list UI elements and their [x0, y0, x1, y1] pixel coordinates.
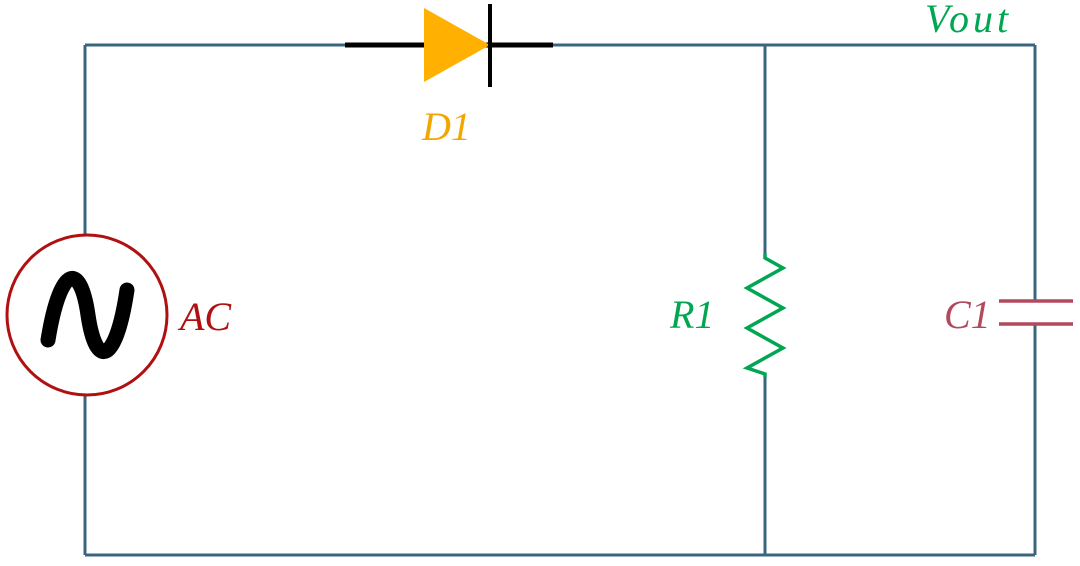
diode-label: D1	[421, 104, 471, 149]
resistor-zigzag	[742, 253, 787, 377]
diode-triangle	[424, 8, 490, 82]
resistor-label: R1	[669, 292, 714, 337]
ac-source-circle	[5, 233, 169, 397]
ac-source-label: AC	[177, 294, 232, 339]
vout-label: Vout	[925, 0, 1012, 41]
capacitor-label: C1	[944, 292, 991, 337]
sine-wave-icon	[40, 271, 135, 359]
